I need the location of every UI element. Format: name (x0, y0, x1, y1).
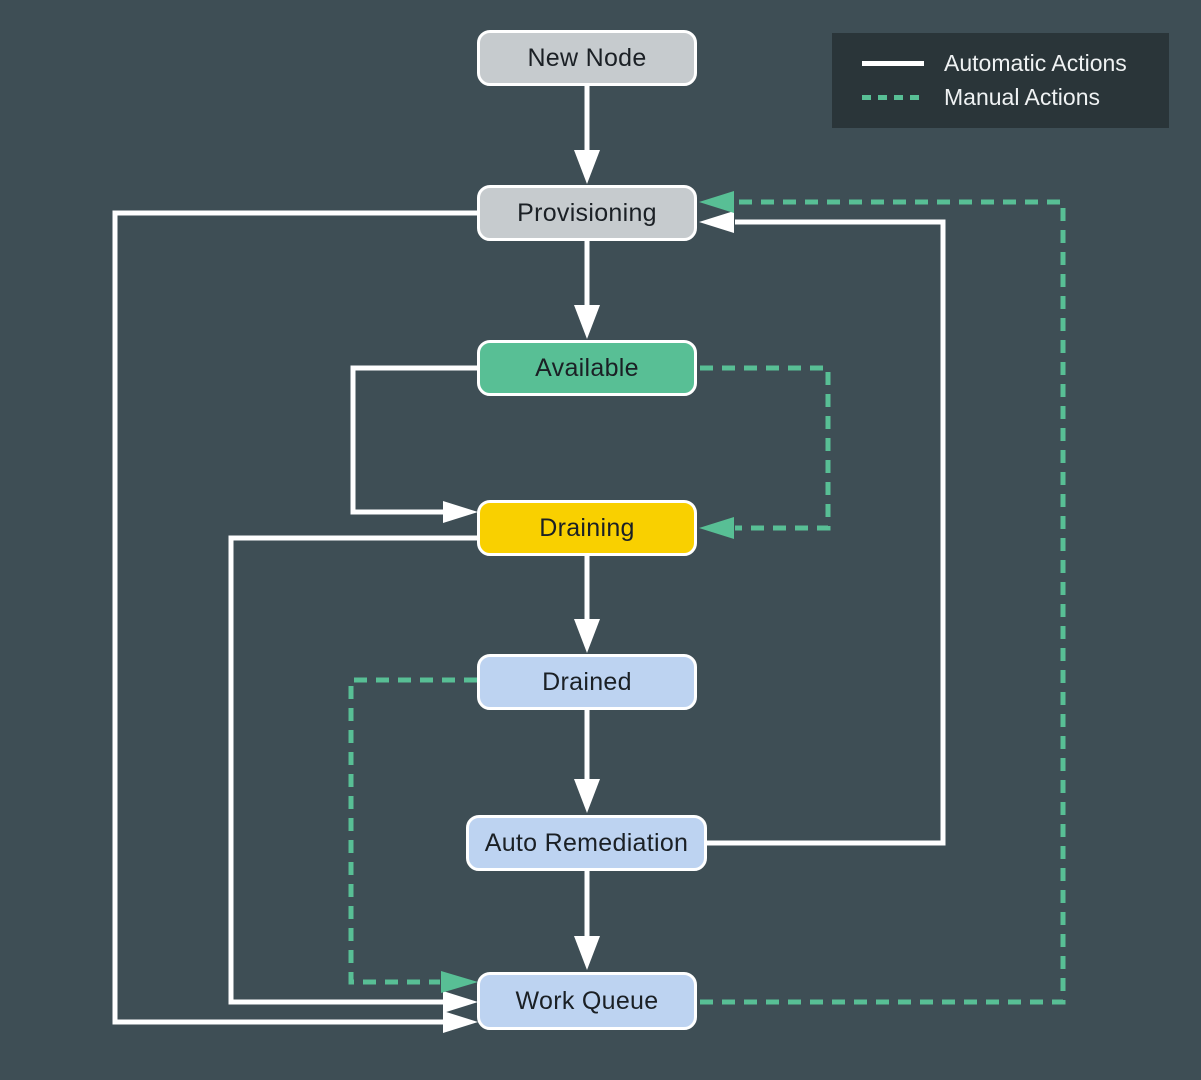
node-provisioning: Provisioning (477, 185, 697, 241)
node-label: Work Queue (515, 986, 659, 1015)
edge-new-node-to-provisioning (574, 86, 600, 184)
manual-dashed-line-swatch-icon (862, 95, 924, 101)
arrowhead-right-icon (443, 501, 478, 523)
node-draining: Draining (477, 500, 697, 556)
arrowhead-down-icon (574, 619, 600, 653)
legend-row-manual: Manual Actions (862, 84, 1149, 111)
arrowhead-down-icon (574, 150, 600, 184)
arrowhead-down-icon (574, 936, 600, 970)
node-work-queue: Work Queue (477, 972, 697, 1030)
arrowhead-right-icon (443, 991, 478, 1013)
arrowhead-left-icon (699, 211, 734, 233)
edge-drained-to-work-queue-manual (348, 677, 478, 993)
edge-available-to-draining-automatic (350, 365, 478, 523)
node-label: Auto Remediation (484, 828, 689, 857)
node-drained: Drained (477, 654, 697, 710)
edge-auto-remediation-to-provisioning (699, 211, 946, 846)
edge-drained-to-auto-remediation (574, 710, 600, 813)
arrowhead-down-icon (574, 305, 600, 339)
node-label: Available (535, 353, 639, 382)
arrowhead-right-icon (443, 1011, 478, 1033)
node-label: Provisioning (517, 198, 657, 227)
node-available: Available (477, 340, 697, 396)
node-label: Drained (542, 667, 632, 696)
arrowhead-left-icon (699, 517, 734, 539)
legend-row-automatic: Automatic Actions (862, 50, 1149, 77)
node-new-node: New Node (477, 30, 697, 86)
arrowhead-left-icon (699, 191, 734, 213)
edge-work-queue-to-provisioning-manual (699, 191, 1066, 1005)
edge-auto-remediation-to-work-queue (574, 871, 600, 970)
arrowhead-right-icon (441, 971, 478, 993)
automatic-line-swatch-icon (862, 60, 924, 66)
node-label: New Node (527, 43, 647, 72)
legend: Automatic Actions Manual Actions (832, 33, 1169, 128)
edge-available-to-draining-manual (699, 365, 831, 539)
edge-provisioning-to-work-queue (112, 210, 478, 1033)
legend-manual-label: Manual Actions (944, 84, 1100, 111)
edge-provisioning-to-available (574, 241, 600, 339)
arrowhead-down-icon (574, 779, 600, 813)
node-auto-remediation: Auto Remediation (466, 815, 707, 871)
node-label: Draining (539, 513, 635, 542)
edge-draining-to-drained (574, 556, 600, 653)
legend-automatic-label: Automatic Actions (944, 49, 1127, 76)
edge-draining-to-work-queue (228, 535, 478, 1013)
